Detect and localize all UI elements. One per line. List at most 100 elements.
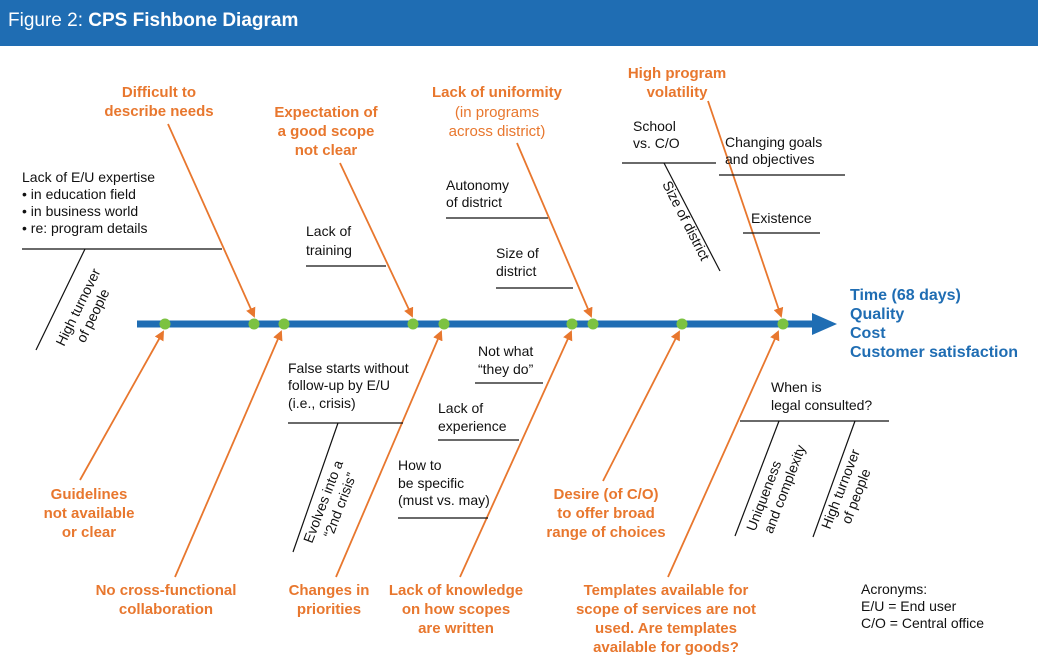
cause-volatility: High program volatility xyxy=(628,65,726,101)
subcause-expertise: Lack of E/U expertise • in education fie… xyxy=(22,169,155,236)
bone-uniqueness xyxy=(734,420,780,537)
cause-guidelines: Guidelines not available or clear xyxy=(44,486,135,541)
subcause-label: of district xyxy=(446,194,502,210)
cause-label: High program xyxy=(628,65,726,82)
subcause-label: When is xyxy=(771,379,822,395)
subcause-label: “they do” xyxy=(478,361,534,377)
cause-label: or clear xyxy=(62,524,116,541)
cause-label: scope of services are not xyxy=(576,601,756,618)
cause-label: range of choices xyxy=(546,524,665,541)
subcause-label: • in business world xyxy=(22,203,138,219)
subcause-experience: Lack of experience xyxy=(438,400,507,434)
spine-node xyxy=(278,318,290,330)
cause-label: Desire (of C/O) xyxy=(553,486,658,503)
spine-nodes xyxy=(159,318,789,330)
subcause-label: Lack of xyxy=(438,400,483,416)
arrow-choices xyxy=(602,330,680,482)
figure-name: CPS Fishbone Diagram xyxy=(88,10,299,31)
arrow-cross-functional xyxy=(174,330,283,578)
arrow-knowledge xyxy=(459,330,573,578)
bone-turnover-top xyxy=(35,248,86,351)
subcause-false-starts: False starts without follow-up by E/U (i… xyxy=(288,360,409,411)
subcause-specific: How to be specific (must vs. may) xyxy=(398,457,490,508)
effect-item: Cost xyxy=(850,325,886,342)
cause-label: Expectation of xyxy=(274,104,378,121)
figure-title: Figure 2: CPS Fishbone Diagram xyxy=(8,10,298,32)
cause-knowledge: Lack of knowledge on how scopes are writ… xyxy=(389,582,523,637)
subcause-label: Size of xyxy=(496,245,539,261)
bone-evolves xyxy=(292,422,339,553)
arrow-guidelines xyxy=(79,330,164,481)
subcause-uniqueness: Uniqueness and complexity xyxy=(743,443,809,536)
cause-label: Guidelines xyxy=(51,486,128,503)
spine-node xyxy=(566,318,578,330)
subcause-label: be specific xyxy=(398,475,464,491)
subcause-label: and objectives xyxy=(725,151,815,167)
cause-label: are written xyxy=(418,620,494,637)
subcause-label: vs. C/O xyxy=(633,135,680,151)
cause-label: available for goods? xyxy=(593,639,739,656)
cause-label: describe needs xyxy=(104,103,213,120)
subcause-label: training xyxy=(306,242,352,258)
subcause-label: How to xyxy=(398,457,442,473)
arrow-uniformity xyxy=(516,142,593,318)
arrow-volatility xyxy=(707,100,784,318)
subcause-label: follow-up by E/U xyxy=(288,377,390,393)
acronym-item: E/U = End user xyxy=(861,598,957,614)
subcause-not-what: Not what “they do” xyxy=(478,343,534,377)
subcause-label: (i.e., crisis) xyxy=(288,395,356,411)
subcause-legal: When is legal consulted? xyxy=(771,379,872,413)
cause-templates: Templates available for scope of service… xyxy=(576,582,756,656)
subcause-training: Lack of training xyxy=(306,223,352,258)
cause-label: Lack of uniformity xyxy=(432,84,563,101)
subcause-label: School xyxy=(633,118,676,134)
arrow-priorities xyxy=(335,330,443,578)
subcause-label: legal consulted? xyxy=(771,397,872,413)
subcause-label: Autonomy xyxy=(446,177,509,193)
subcause-label: experience xyxy=(438,418,507,434)
cause-label: Templates available for xyxy=(584,582,749,599)
figure-header: Figure 2: CPS Fishbone Diagram xyxy=(0,0,1038,46)
bone-turnover-bottom xyxy=(812,420,856,538)
subcause-label: Lack of xyxy=(306,223,351,239)
cause-choices: Desire (of C/O) to offer broad range of … xyxy=(546,486,665,541)
acronyms-legend: Acronyms: E/U = End user C/O = Central o… xyxy=(861,581,984,631)
effect-list: Time (68 days) Quality Cost Customer sat… xyxy=(850,287,1018,361)
cause-label: volatility xyxy=(647,84,709,101)
spine-node xyxy=(159,318,171,330)
spine-node xyxy=(587,318,599,330)
effect-item: Time (68 days) xyxy=(850,287,961,304)
acronyms-heading: Acronyms: xyxy=(861,581,927,597)
arrow-difficult-needs xyxy=(167,123,256,318)
arrow-templates xyxy=(667,330,780,578)
subcause-turnover-bottom: High turnover of people xyxy=(818,447,874,532)
subcause-changing-goals: Changing goals and objectives xyxy=(725,134,822,167)
figure-label: Figure 2: xyxy=(8,10,83,31)
cause-scope-not-clear: Expectation of a good scope not clear xyxy=(274,104,378,159)
cause-label: to offer broad xyxy=(557,505,655,522)
spine-node xyxy=(777,318,789,330)
subcause-label: Not what xyxy=(478,343,533,359)
cause-label: across district) xyxy=(449,123,546,140)
cause-label: on how scopes xyxy=(402,601,510,618)
spine-node xyxy=(676,318,688,330)
subcause-size-district-1: Size of district xyxy=(496,245,539,279)
cause-label: used. Are templates xyxy=(595,620,737,637)
cause-label: collaboration xyxy=(119,601,213,618)
subcause-label: False starts without xyxy=(288,360,409,376)
subcause-size-district-2: Size of district xyxy=(659,178,713,263)
subcause-label: Lack of E/U expertise xyxy=(22,169,155,185)
cause-label: priorities xyxy=(297,601,361,618)
effect-item: Customer satisfaction xyxy=(850,344,1018,361)
spine-arrowhead xyxy=(812,313,837,335)
subcause-label: • re: program details xyxy=(22,220,148,236)
subcause-label: Changing goals xyxy=(725,134,822,150)
cause-label: not available xyxy=(44,505,135,522)
cause-label: Changes in xyxy=(289,582,370,599)
cause-difficult-needs: Difficult to describe needs xyxy=(104,84,213,120)
cause-label: No cross-functional xyxy=(96,582,237,599)
subcause-existence: Existence xyxy=(751,210,812,226)
subcause-label: • in education field xyxy=(22,186,136,202)
subcause-autonomy: Autonomy of district xyxy=(446,177,509,210)
